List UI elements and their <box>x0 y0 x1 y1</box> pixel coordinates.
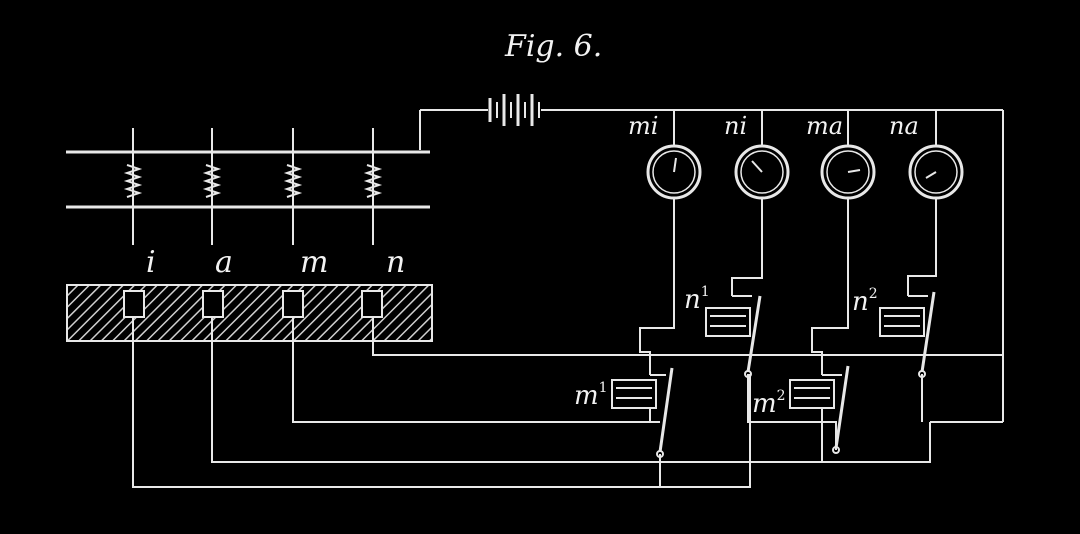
contact-wires <box>132 317 940 488</box>
pin-label-m: m <box>300 245 328 280</box>
right-bus <box>930 110 1004 423</box>
rails <box>66 150 430 209</box>
meter-na-icon <box>908 110 964 200</box>
meter-label-ma: ma <box>806 112 843 140</box>
contact-block <box>66 284 433 342</box>
pin-label-n: n <box>386 245 405 280</box>
switch-label-n1: n1 <box>684 284 710 315</box>
pin-n <box>363 128 383 245</box>
contact-i <box>123 290 145 318</box>
switch-label-m1: m1 <box>574 380 608 411</box>
pin-a <box>202 128 222 245</box>
pin-label-i: i <box>146 245 156 280</box>
switch-label-n2: n2 <box>852 286 878 317</box>
switch-n2 <box>879 291 936 378</box>
contact-m <box>282 290 304 318</box>
meters <box>646 110 964 200</box>
meter-label-ni: ni <box>724 112 747 140</box>
pin-m <box>283 128 303 245</box>
meter-ni-icon <box>734 110 790 200</box>
switch-n1 <box>705 295 762 378</box>
pin-i <box>123 128 143 245</box>
meter-label-mi: mi <box>628 112 658 140</box>
meter-ma-icon <box>820 110 876 200</box>
pin-label-a: a <box>215 245 233 280</box>
contact-a <box>202 290 224 318</box>
battery <box>419 94 1003 150</box>
contact-n <box>361 290 383 318</box>
switch-label-m2: m2 <box>752 388 786 419</box>
switch-m1 <box>611 367 674 458</box>
meter-mi-icon <box>646 110 702 200</box>
meter-label-na: na <box>889 112 919 140</box>
figure-title: Fig. 6. <box>504 29 602 64</box>
switches <box>611 291 936 458</box>
switch-m2 <box>789 365 850 454</box>
pins <box>123 128 383 245</box>
